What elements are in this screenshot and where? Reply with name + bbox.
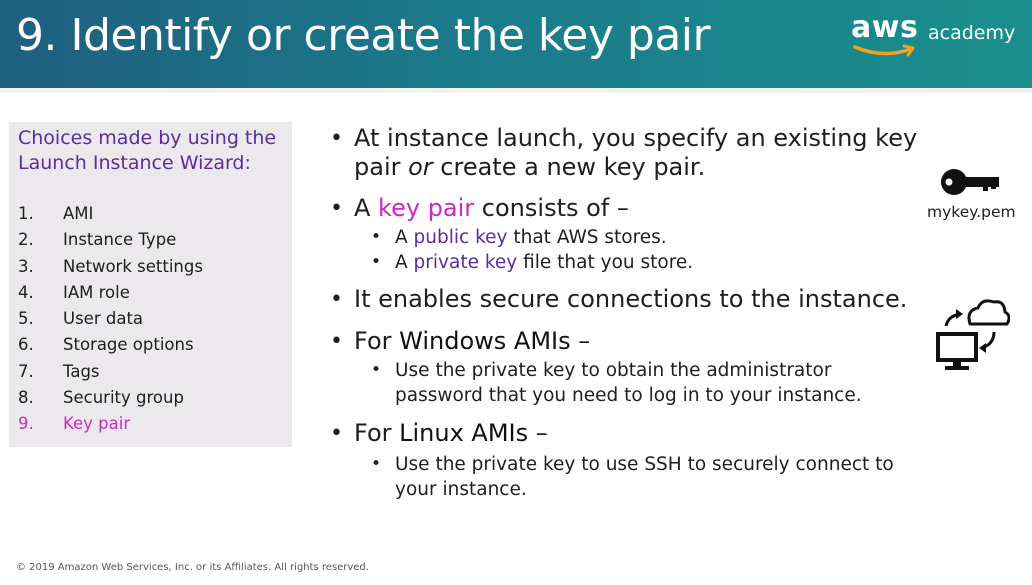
private-key-term: private key bbox=[413, 252, 518, 273]
bullet-text: At instance launch, you specify an exist… bbox=[354, 124, 918, 181]
windows-term: Windows AMIs bbox=[399, 327, 571, 355]
aws-academy-logo: aws academy bbox=[851, 10, 1021, 64]
bullet-launch: At instance launch, you specify an exist… bbox=[328, 124, 918, 182]
subbullet-windows: Use the private key to obtain the admini… bbox=[328, 358, 885, 408]
list-item: 3. Network settings bbox=[18, 257, 288, 283]
bullet-text: For bbox=[354, 419, 400, 447]
logo-suffix: academy bbox=[928, 22, 1016, 44]
computer-cloud-sync-icon bbox=[936, 299, 1010, 370]
bullet-key-pair: A key pair consists of – bbox=[328, 194, 918, 223]
header-divider bbox=[0, 88, 1032, 93]
item-number: 2. bbox=[18, 230, 34, 250]
item-label: Security group bbox=[63, 388, 184, 408]
list-item-active: 9. Key pair bbox=[18, 414, 288, 440]
bullet-windows: For Windows AMIs – bbox=[328, 327, 918, 356]
bullet-emphasis: or bbox=[408, 153, 433, 181]
list-item: 4. IAM role bbox=[18, 283, 288, 309]
panel-title: Choices made by using the Launch Instanc… bbox=[18, 127, 277, 174]
item-label: Key pair bbox=[63, 414, 131, 434]
bullet-text: – bbox=[528, 419, 548, 447]
bullet-linux: For Linux AMIs – bbox=[328, 419, 918, 448]
item-number: 5. bbox=[18, 309, 34, 329]
subbullet-private-key: A private key file that you store. bbox=[328, 250, 918, 275]
wizard-choices-panel: Choices made by using the Launch Instanc… bbox=[9, 122, 292, 447]
item-number: 7. bbox=[18, 361, 34, 381]
slide-header: 9. Identify or create the key pair aws a… bbox=[0, 0, 1032, 88]
bullet-secure: It enables secure connections to the ins… bbox=[328, 285, 918, 314]
bullet-text: consists of – bbox=[474, 194, 629, 222]
item-number: 6. bbox=[18, 335, 34, 355]
bullet-text: A bbox=[354, 194, 379, 222]
sub-text: that AWS stores. bbox=[507, 227, 667, 248]
list-item: 1. AMI bbox=[18, 204, 288, 230]
subbullet-linux: Use the private key to use SSH to secure… bbox=[328, 452, 915, 502]
item-number: 1. bbox=[18, 204, 34, 223]
choices-list: 1. AMI 2. Instance Type 3. Network settings… bbox=[18, 204, 288, 441]
list-item: 7. Tags bbox=[18, 362, 288, 388]
list-item: 5. User data bbox=[18, 309, 288, 335]
item-number: 4. bbox=[18, 282, 34, 302]
item-label: IAM role bbox=[63, 282, 130, 302]
bullet-text: – bbox=[570, 327, 591, 355]
key-pair-term: key pair bbox=[378, 194, 475, 222]
logo-brand: aws bbox=[851, 10, 919, 45]
aws-smile-icon bbox=[853, 44, 915, 57]
item-number: 8. bbox=[18, 388, 34, 408]
list-item: 6. Storage options bbox=[18, 335, 288, 361]
item-number: 9. bbox=[18, 414, 34, 434]
item-label: Tags bbox=[63, 361, 100, 381]
key-icon bbox=[941, 169, 999, 195]
list-item: 8. Security group bbox=[18, 388, 288, 414]
bullet-text: create a new key pair. bbox=[432, 153, 706, 181]
item-label: Storage options bbox=[63, 335, 194, 355]
sub-text: A bbox=[395, 227, 414, 248]
subbullet-public-key: A public key that AWS stores. bbox=[328, 225, 918, 250]
item-number: 3. bbox=[18, 256, 34, 276]
sub-text: A bbox=[395, 252, 414, 273]
main-content: At instance launch, you specify an exist… bbox=[328, 124, 918, 502]
item-label: User data bbox=[63, 309, 144, 329]
item-label: Network settings bbox=[63, 256, 203, 276]
bullet-text: For bbox=[354, 327, 400, 355]
item-label: AMI bbox=[63, 204, 94, 223]
key-file-label: mykey.pem bbox=[927, 203, 1016, 221]
linux-term: Linux AMIs bbox=[399, 419, 529, 447]
sub-text: file that you store. bbox=[517, 252, 694, 273]
slide-title: 9. Identify or create the key pair bbox=[16, 10, 711, 61]
public-key-term: public key bbox=[413, 227, 508, 248]
copyright-footer: © 2019 Amazon Web Services, Inc. or its … bbox=[16, 562, 369, 573]
item-label: Instance Type bbox=[63, 230, 177, 250]
list-item: 2. Instance Type bbox=[18, 230, 288, 256]
